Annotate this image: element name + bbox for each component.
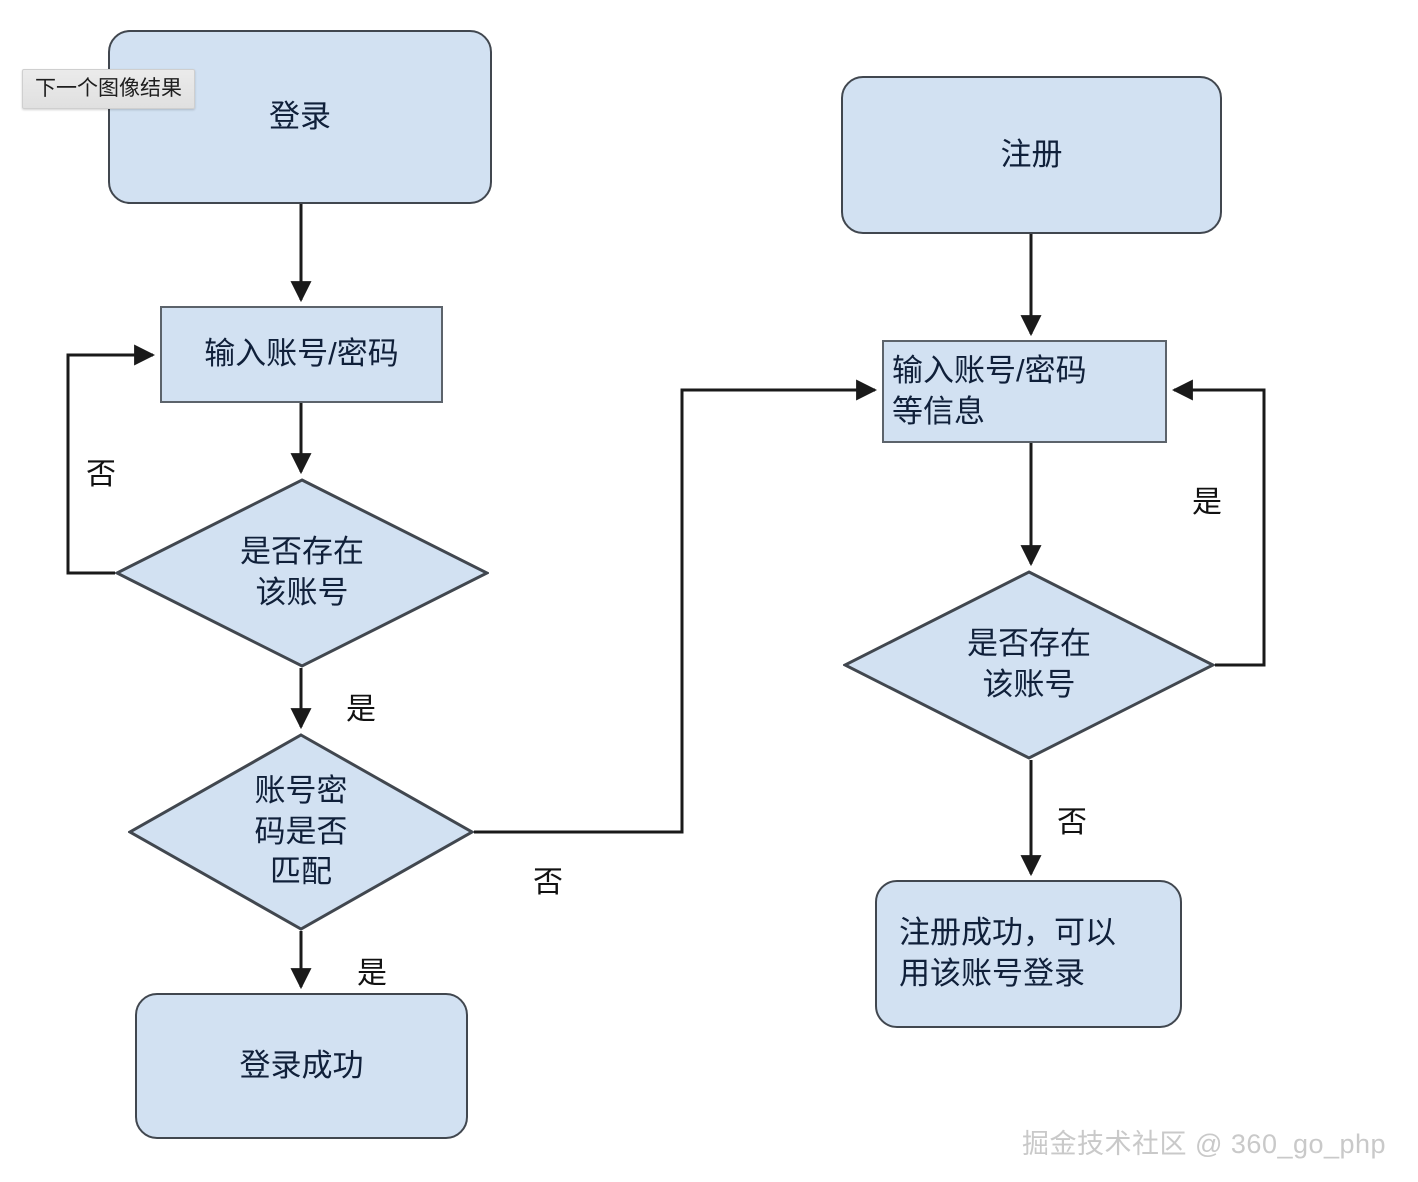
diamond-shape [843, 570, 1215, 760]
node-login-success-label: 登录成功 [239, 1047, 364, 1083]
diamond-shape [115, 478, 489, 668]
node-login-account-exists-label: 是否存在 该账号 [239, 534, 364, 610]
next-image-result-tooltip[interactable]: 下一个图像结果 [22, 69, 195, 109]
node-register-input[interactable]: 输入账号/密码 等信息 [882, 340, 1167, 443]
node-login-start[interactable]: 登录 [108, 30, 492, 204]
watermark: 掘金技术社区 @ 360_go_php [1022, 1129, 1387, 1159]
node-login-input[interactable]: 输入账号/密码 [160, 306, 443, 403]
node-login-password-match[interactable]: 账号密 码是否 匹配 [128, 733, 474, 931]
node-register-success[interactable]: 注册成功，可以 用该账号登录 [875, 880, 1182, 1028]
node-login-success[interactable]: 登录成功 [135, 993, 468, 1139]
edge-label-login-match-no: 否 [533, 866, 563, 899]
edge-label-login-match-yes: 是 [357, 957, 387, 990]
edge-label-register-exists-yes: 是 [1192, 486, 1222, 519]
node-register-account-exists[interactable]: 是否存在 该账号 [843, 570, 1215, 760]
node-register-account-exists-label: 是否存在 该账号 [966, 626, 1091, 702]
edge-login-match-no-to-register-input [474, 379, 878, 834]
node-register-start[interactable]: 注册 [841, 76, 1222, 234]
node-login-start-label: 登录 [269, 98, 331, 134]
node-register-start-label: 注册 [1000, 136, 1063, 172]
node-login-input-label: 输入账号/密码 [204, 336, 399, 372]
edge-label-login-exists-no: 否 [86, 458, 116, 491]
node-login-password-match-label: 账号密 码是否 匹配 [254, 772, 348, 890]
node-register-success-label: 注册成功，可以 用该账号登录 [899, 915, 1116, 991]
node-register-input-label: 输入账号/密码 等信息 [892, 352, 1087, 429]
node-login-account-exists[interactable]: 是否存在 该账号 [115, 478, 489, 668]
edge-label-register-exists-no: 否 [1057, 806, 1087, 839]
diamond-shape [128, 733, 474, 931]
edge-label-login-exists-yes: 是 [346, 693, 376, 726]
